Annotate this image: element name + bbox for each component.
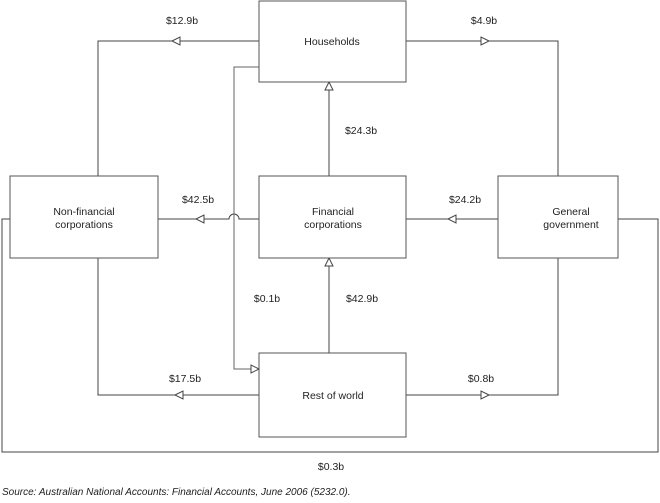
arrow-rest-general bbox=[480, 390, 491, 400]
value-households-rest: $0.1b bbox=[254, 293, 280, 305]
node-financial bbox=[258, 175, 407, 259]
line-households-general bbox=[406, 40, 559, 176]
node-rest-of-world bbox=[258, 352, 407, 438]
value-financial-households: $24.3b bbox=[345, 125, 377, 137]
label-general-line2: government bbox=[543, 219, 599, 231]
value-rest-financial: $42.9b bbox=[346, 293, 378, 305]
label-financial-line1: Financial bbox=[312, 206, 354, 218]
value-households-nonfinancial: $12.9b bbox=[166, 15, 198, 27]
value-general-nonfinancial: $0.3b bbox=[318, 461, 344, 473]
value-general-financial: $24.2b bbox=[449, 194, 481, 206]
source-note: Source: Australian National Accounts: Fi… bbox=[2, 487, 351, 498]
line-rest-nonfinancial bbox=[97, 258, 259, 396]
arrow-households-general bbox=[480, 36, 491, 46]
line-households-nonfinancial bbox=[97, 40, 259, 176]
node-general-government bbox=[497, 175, 619, 259]
arrow-financial-households bbox=[324, 80, 334, 91]
arrow-households-nonfinancial bbox=[170, 36, 181, 46]
label-financial-line2: corporations bbox=[304, 219, 362, 231]
value-households-general: $4.9b bbox=[471, 15, 497, 27]
label-households: Households bbox=[304, 36, 359, 48]
line-financial-nonfinancial bbox=[158, 213, 259, 220]
value-financial-nonfinancial: $42.5b bbox=[182, 194, 214, 206]
arrow-rest-nonfinancial bbox=[173, 390, 184, 400]
label-rest-of-world: Rest of world bbox=[302, 390, 363, 402]
line-households-rest bbox=[233, 66, 259, 370]
label-nonfinancial-line1: Non-financial bbox=[53, 206, 114, 218]
arrow-households-rest bbox=[250, 364, 261, 374]
label-general-line1: General bbox=[552, 206, 589, 218]
arrow-financial-nonfinancial bbox=[194, 214, 205, 224]
arrow-rest-financial bbox=[324, 256, 334, 267]
label-nonfinancial-line2: corporations bbox=[55, 219, 113, 231]
line-rest-general bbox=[406, 258, 559, 396]
node-households bbox=[258, 0, 407, 83]
arrow-general-financial bbox=[446, 214, 457, 224]
node-nonfinancial bbox=[9, 175, 159, 259]
value-rest-general: $0.8b bbox=[468, 373, 494, 385]
line-general-nonfinancial bbox=[1, 218, 659, 453]
value-rest-nonfinancial: $17.5b bbox=[169, 373, 201, 385]
